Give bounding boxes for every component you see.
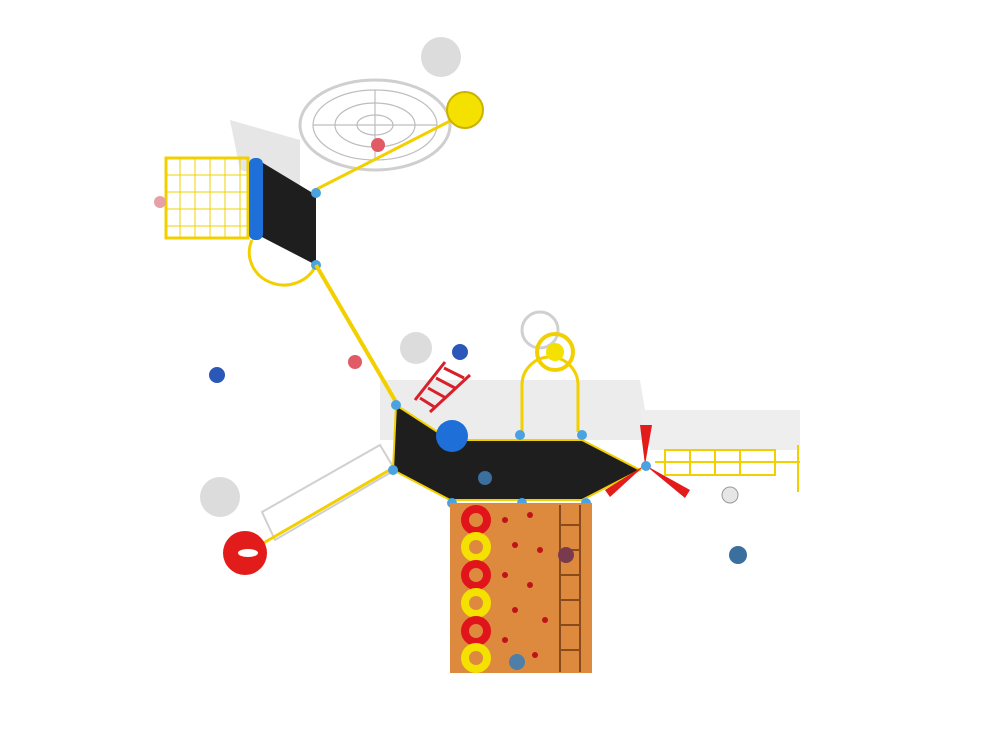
propeller	[605, 425, 690, 498]
person	[509, 654, 525, 670]
person	[558, 547, 574, 563]
red-ladder	[413, 361, 472, 414]
hoop-ring	[535, 332, 575, 372]
person	[729, 546, 747, 564]
upper-rope-bar	[314, 118, 453, 192]
net-shadow	[298, 78, 452, 172]
rope-bridge-left	[259, 466, 394, 547]
person	[478, 471, 492, 485]
hoop-center	[546, 343, 564, 361]
post-shadow	[400, 332, 432, 364]
climbing-net-frame	[164, 156, 250, 240]
blue-tube-slide	[249, 158, 263, 240]
people	[154, 138, 747, 670]
person	[209, 367, 225, 383]
person	[452, 344, 468, 360]
upper-arch	[247, 239, 318, 287]
yellow-disc-top	[446, 91, 484, 129]
climbing-holds	[502, 512, 548, 658]
person	[348, 355, 362, 369]
person	[371, 138, 385, 152]
main-platform	[391, 403, 643, 501]
hoop-shadow	[520, 310, 560, 350]
person	[721, 486, 739, 504]
disc-shadow-top	[421, 37, 461, 77]
tires	[461, 505, 491, 673]
cage-shadow	[640, 410, 800, 450]
climbing-cage	[655, 445, 800, 492]
climbing-net	[166, 158, 248, 238]
post-cap	[311, 188, 321, 198]
link-bridge	[314, 263, 398, 404]
blue-dome	[436, 420, 468, 452]
upper-platform	[258, 160, 316, 265]
wall-ladder	[559, 505, 581, 672]
person	[154, 196, 166, 208]
person-on-disc	[238, 549, 258, 557]
disc-shadow-left	[200, 477, 240, 517]
